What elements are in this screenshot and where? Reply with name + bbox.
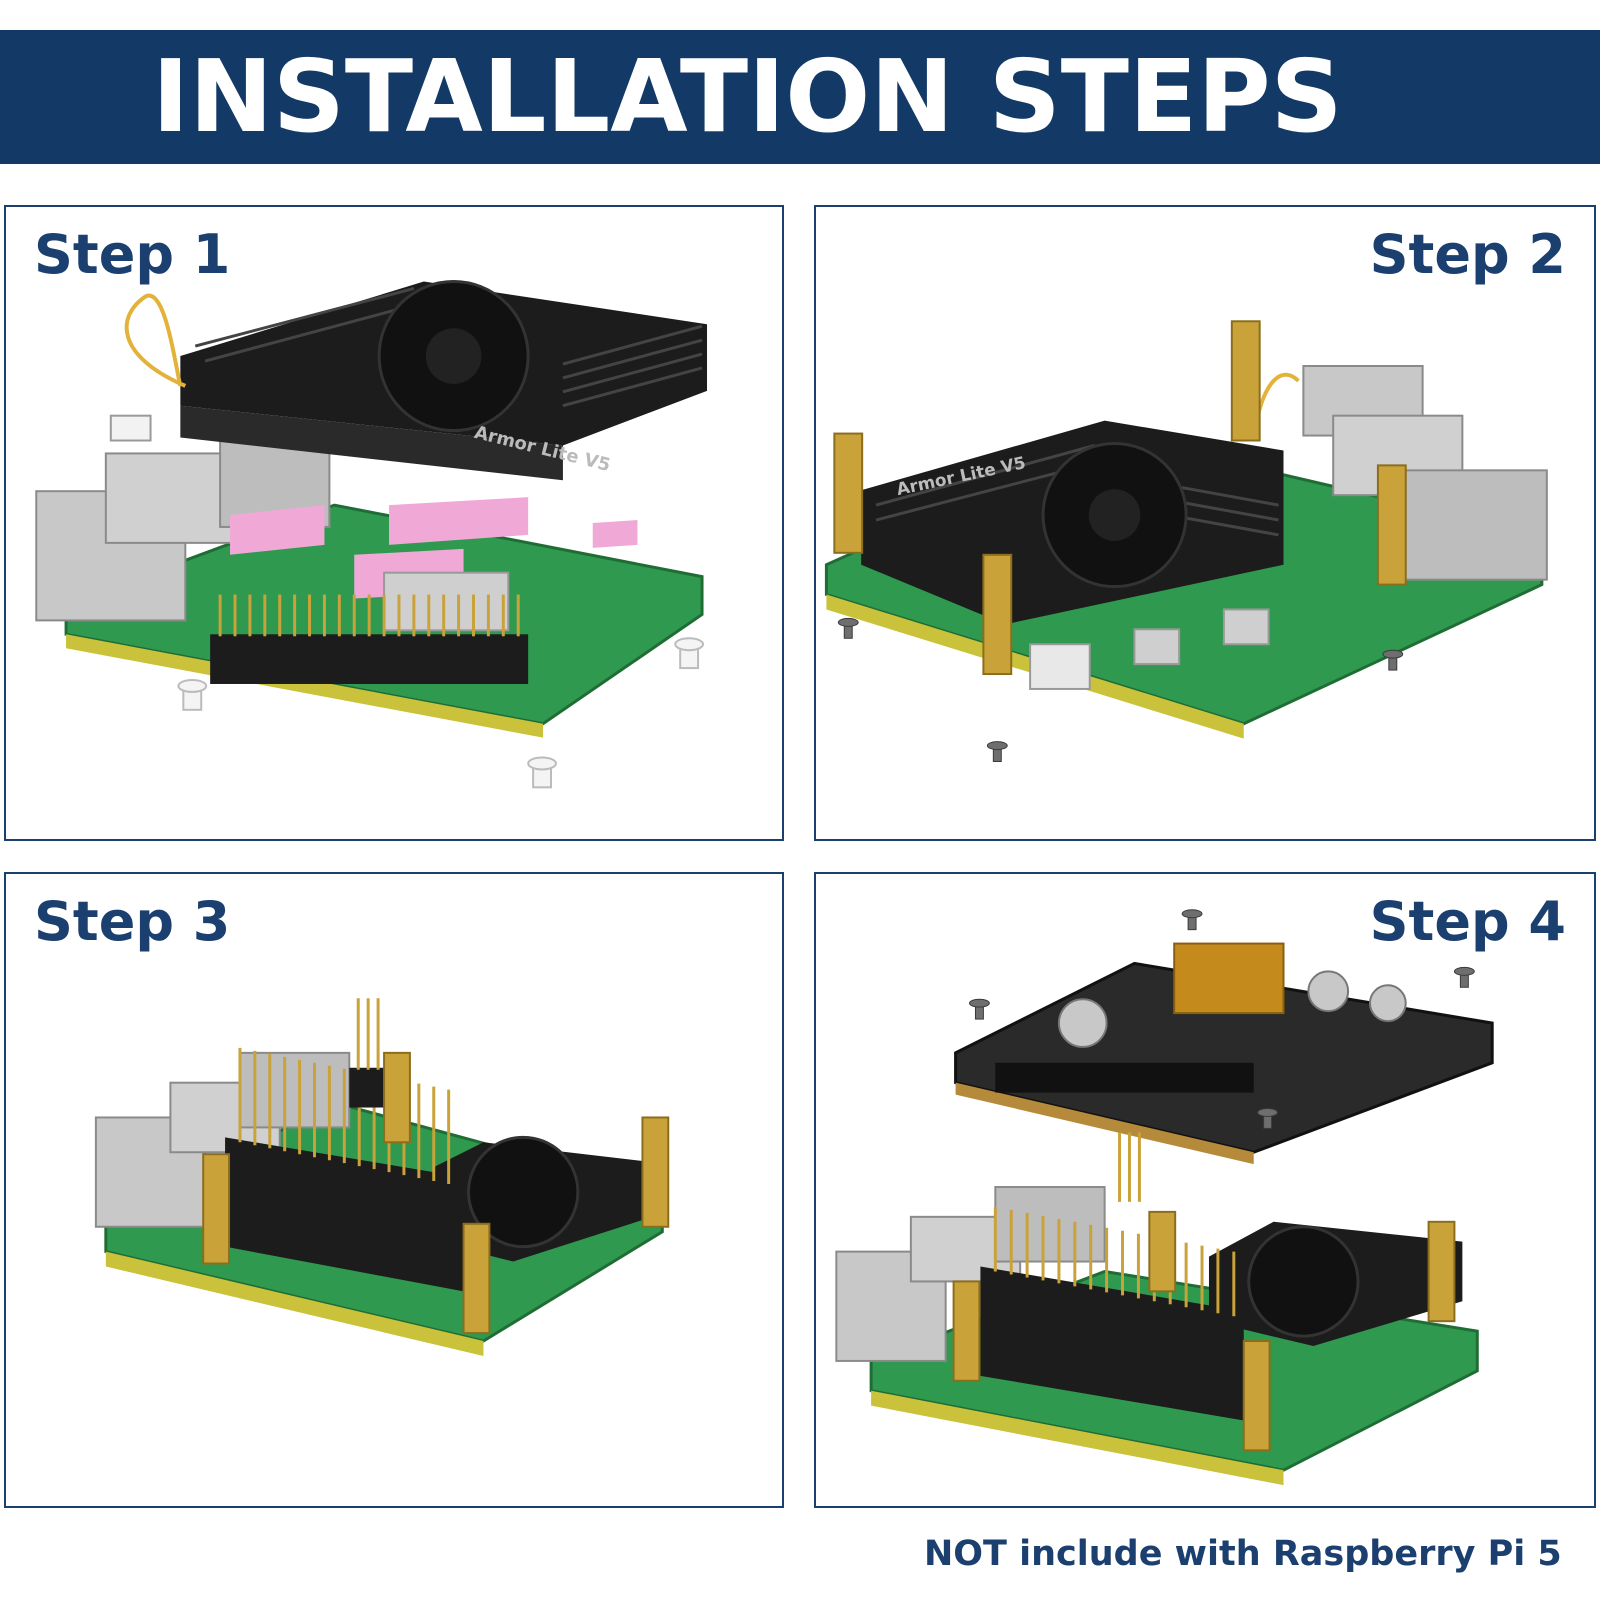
brass-standoffs (952, 1210, 1456, 1452)
fan (467, 1135, 580, 1249)
step-1-panel: Step 1 (4, 205, 784, 841)
step-2-label: Step 2 (1369, 223, 1566, 286)
thermal-pad (230, 505, 325, 555)
step-2-panel: Step 2 Armor Lite V5 (814, 205, 1596, 841)
brass-standoffs (833, 320, 1407, 676)
fan-cable (124, 293, 187, 388)
step-4-illustration (835, 909, 1494, 1486)
metal-screws (837, 617, 1404, 762)
nylon-screws (177, 637, 705, 789)
step-2-illustration: Armor Lite V5 (824, 320, 1548, 762)
heatsink: Armor Lite V5 (861, 420, 1284, 625)
title-banner: INSTALLATION STEPS (0, 30, 1600, 164)
thermal-pad (389, 497, 529, 545)
ethernet-port (238, 1051, 351, 1129)
page-title: INSTALLATION STEPS (152, 38, 1343, 155)
gpio-header (210, 594, 529, 684)
step-3-illustration (94, 998, 670, 1356)
fan-header (349, 1067, 388, 1108)
step-4-panel: Step 4 (814, 872, 1596, 1508)
pin-header (995, 1062, 1254, 1093)
step-1-illustration: Armor Lite V5 (35, 280, 708, 789)
capacitor (1368, 984, 1407, 1023)
step-4-label: Step 4 (1369, 890, 1566, 953)
capacitor (1057, 998, 1108, 1048)
metal-screws (968, 909, 1475, 1129)
fan (1247, 1225, 1360, 1338)
step-3-panel: Step 3 (4, 872, 784, 1508)
gpio-stacking-header (980, 1132, 1244, 1421)
step-3-label: Step 3 (34, 890, 231, 953)
ethernet-port (1396, 469, 1548, 581)
brass-standoffs (202, 1051, 670, 1335)
step-1-label: Step 1 (34, 223, 231, 286)
footnote: NOT include with Raspberry Pi 5 (924, 1534, 1562, 1574)
thermal-pad (592, 520, 638, 548)
gpio-stacking-header (225, 1047, 464, 1292)
usb-c-port (1029, 643, 1091, 690)
expansion-board (954, 942, 1494, 1165)
micro-hdmi-port (1222, 608, 1270, 646)
capacitor (1307, 970, 1350, 1013)
micro-hdmi-port (1133, 628, 1181, 666)
heatsink: Armor Lite V5 (180, 280, 708, 481)
inductor (1173, 942, 1285, 1015)
heatsink (1208, 1221, 1463, 1347)
